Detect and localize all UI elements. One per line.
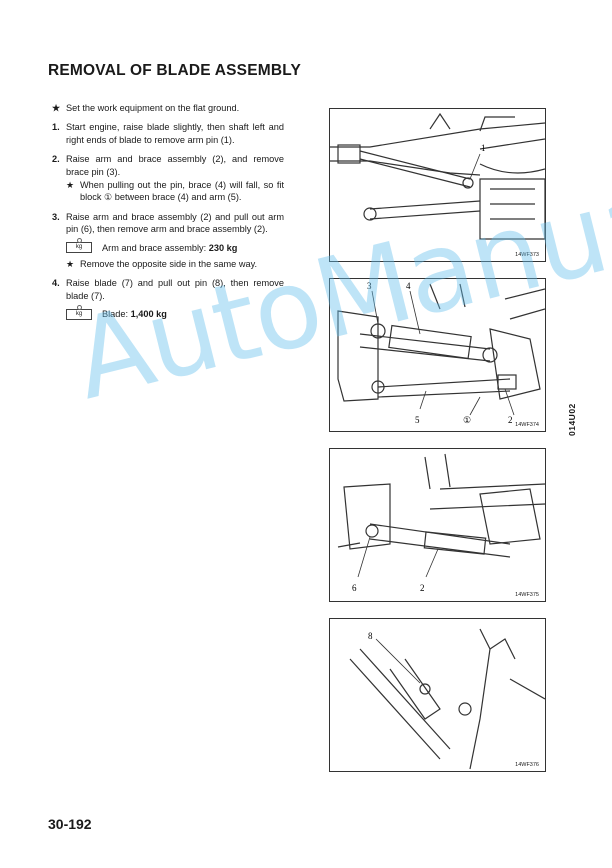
step-text: Raise blade (7) and pull out pin (8), th… <box>66 278 284 301</box>
page-title: REMOVAL OF BLADE ASSEMBLY <box>48 62 302 79</box>
brace-assembly-illustration: 3 4 5 ① 2 <box>337 281 545 425</box>
weight-label: Blade: <box>102 309 129 320</box>
callout-label: 8 <box>368 631 373 641</box>
star-icon: ★ <box>66 180 75 191</box>
note-text: When pulling out the pin, brace (4) will… <box>80 180 284 203</box>
callout-label: 6 <box>352 583 357 593</box>
star-icon: ★ <box>66 259 75 270</box>
step-1: 1. Start engine, raise blade slightly, t… <box>52 121 284 146</box>
step-note: ★ When pulling out the pin, brace (4) wi… <box>66 179 284 204</box>
step-4: 4. Raise blade (7) and pull out pin (8),… <box>52 277 284 324</box>
weight-value: 1,400 kg <box>130 309 167 320</box>
step-number: 2. <box>52 154 60 165</box>
star-icon: ★ <box>52 103 61 113</box>
note-text: Remove the opposite side in the same way… <box>80 259 258 270</box>
callout-label: 5 <box>415 415 420 425</box>
step-number: 3. <box>52 211 60 222</box>
step-3: 3. Raise arm and brace assembly (2) and … <box>52 211 284 271</box>
step-text: Start engine, raise blade slightly, then… <box>66 122 284 145</box>
step-2: 2. Raise arm and brace assembly (2), and… <box>52 153 284 204</box>
figure-code: 14WF376 <box>515 762 539 768</box>
blade-pin-illustration: 8 <box>349 628 545 770</box>
callout-label: 4 <box>406 281 411 291</box>
weight-value: 230 kg <box>208 242 238 253</box>
intro-note: ★ Set the work equipment on the flat gro… <box>52 102 284 114</box>
figure-code: 14WF373 <box>515 252 539 258</box>
figure-arm-pin: 1 14WF373 <box>329 108 546 262</box>
callout-label: ① <box>463 415 471 425</box>
step-text: Raise arm and brace assembly (2), and re… <box>66 154 284 177</box>
figure-code: 14WF374 <box>515 422 539 428</box>
figure-arm-removal: 6 2 14WF375 <box>329 448 546 602</box>
arm-removal-illustration: 6 2 <box>337 453 545 593</box>
callout-label: 2 <box>420 583 425 593</box>
figure-brace-pin: 3 4 5 ① 2 14WF374 <box>329 278 546 432</box>
step-number: 4. <box>52 278 60 289</box>
weight-icon: kg <box>66 304 92 320</box>
weight-spec: kg Blade: 1,400 kg <box>66 304 284 320</box>
weight-label: Arm and brace assembly: <box>102 242 207 253</box>
step-text: Raise arm and brace assembly (2) and pul… <box>66 211 284 235</box>
step-note: ★ Remove the opposite side in the same w… <box>66 258 284 270</box>
callout-label: 3 <box>367 281 372 291</box>
callout-label: 1 <box>481 143 486 153</box>
blade-arm-illustration: 1 <box>330 112 545 240</box>
callout-label: 2 <box>508 415 513 425</box>
step-number: 1. <box>52 122 60 133</box>
instructions: ★ Set the work equipment on the flat gro… <box>52 102 284 332</box>
page-number: 30-192 <box>48 816 92 832</box>
section-code: 014U02 <box>567 403 577 436</box>
weight-icon: kg <box>66 238 92 254</box>
figure-blade-pin: 8 14WF376 <box>329 618 546 772</box>
figure-code: 14WF375 <box>515 592 539 598</box>
intro-text: Set the work equipment on the flat groun… <box>66 103 240 113</box>
weight-spec: kg Arm and brace assembly: 230 kg <box>66 238 284 254</box>
